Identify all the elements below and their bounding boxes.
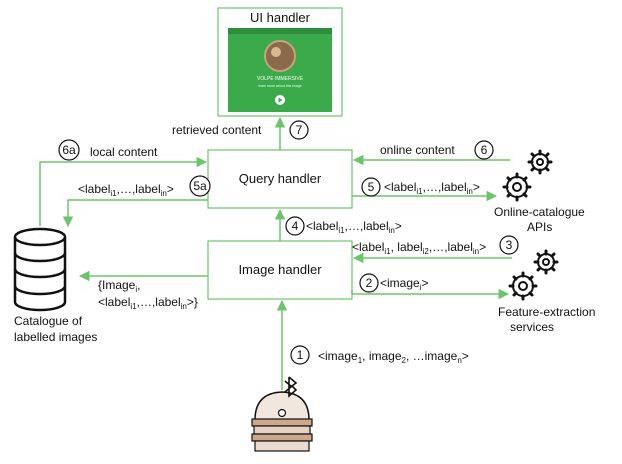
svg-text:5: 5 — [368, 180, 375, 194]
image-handler-title: Image handler — [238, 262, 322, 277]
svg-text:6a: 6a — [62, 143, 76, 157]
svg-text:5a: 5a — [193, 179, 207, 193]
svg-text:1: 1 — [297, 348, 304, 362]
step-6a: 6a — [58, 139, 80, 161]
label-local-content: local content — [90, 145, 158, 159]
online-apis-label-line1: Online-catalogue — [494, 205, 585, 219]
gear-icon — [533, 249, 559, 275]
label-image-2: <imagei> — [380, 276, 429, 292]
step-3: 3 — [499, 235, 519, 255]
svg-text:6: 6 — [481, 143, 488, 157]
gear-icon — [508, 271, 538, 301]
arrow-local-content — [39, 156, 208, 226]
label-catalogue-entry-line2: <labeli1,…,labelin>} — [98, 295, 198, 311]
step-2: 2 — [359, 273, 379, 293]
svg-text:4: 4 — [292, 219, 299, 233]
database-icon — [13, 227, 67, 312]
arrow-image-to-services — [351, 288, 510, 300]
label-retrieved-content: retrieved content — [172, 123, 262, 137]
robot-icon — [251, 391, 313, 452]
step-6: 6 — [474, 140, 494, 160]
svg-text:2: 2 — [366, 276, 373, 290]
label-catalogue-entry-line1: {Imagei, — [98, 278, 140, 294]
label-labels-4: <labeli1,…,labelin> — [306, 219, 402, 235]
phone-screenshot: VOLPE IMMERSIVE learn more about this im… — [228, 28, 332, 112]
arrow-store-labels — [62, 199, 208, 228]
phone-subcaption: learn more about this image — [258, 84, 301, 88]
online-apis-label-line2: APIs — [527, 220, 552, 234]
phone-caption: VOLPE IMMERSIVE — [257, 76, 304, 82]
label-images-1: <image1, image2, …imagen> — [318, 349, 469, 365]
feature-services-label-line2: services — [510, 320, 554, 334]
catalogue-label-line2: labelled images — [14, 330, 97, 344]
query-handler-box: Query handler — [207, 149, 353, 209]
gear-icon — [527, 149, 553, 175]
label-online-content: online content — [380, 143, 455, 157]
step-4: 4 — [285, 216, 305, 236]
label-labels-5a: <labeli1,…,labelin> — [78, 182, 174, 198]
step-7: 7 — [289, 120, 309, 140]
step-5a: 5a — [189, 175, 211, 197]
ui-handler-title: UI handler — [250, 10, 311, 25]
catalogue-label-line1: Catalogue of — [14, 314, 83, 328]
svg-text:7: 7 — [296, 123, 303, 137]
label-labels-5: <labeli1,…,labelin> — [384, 180, 480, 196]
query-handler-title: Query handler — [239, 171, 322, 186]
image-handler-box: Image handler — [207, 240, 353, 300]
avatar — [264, 40, 296, 72]
step-5: 5 — [361, 177, 381, 197]
bluetooth-icon — [284, 376, 298, 398]
svg-text:3: 3 — [506, 238, 513, 252]
gear-icon — [502, 172, 532, 202]
ui-handler-box: UI handler VOLPE IMMERSIVE learn more ab… — [217, 7, 343, 117]
label-labels-3: <labeli1, labeli2,…,labelin> — [352, 240, 486, 256]
feature-services-label-line1: Feature-extraction — [498, 305, 595, 319]
step-1: 1 — [290, 345, 310, 365]
